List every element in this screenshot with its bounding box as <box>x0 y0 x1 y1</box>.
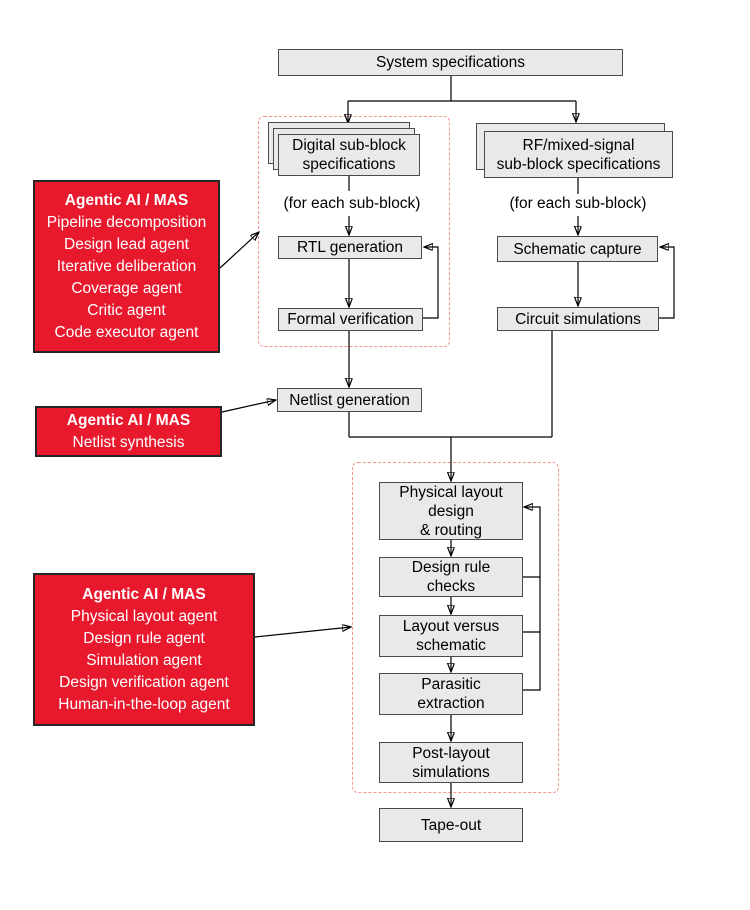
node-schematic-capture: Schematic capture <box>497 236 658 262</box>
agentic-ai-mas-box-netlist: Agentic AI / MAS Netlist synthesis <box>35 406 222 457</box>
label-for-each-subblock-rf: (for each sub-block) <box>509 195 647 212</box>
node-netlist-generation: Netlist generation <box>277 388 422 412</box>
arrow-agent2-to-netlist <box>221 400 276 413</box>
node-digital-subblock-specifications: Digital sub-block specifications <box>278 134 420 176</box>
agentic-ai-mas-box-physical: Agentic AI / MAS Physical layout agent D… <box>33 573 255 726</box>
agent-box-title: Agentic AI / MAS <box>64 191 189 209</box>
node-formal-verification: Formal verification <box>278 308 423 331</box>
feedback-circuit-to-schematic <box>659 247 675 319</box>
physical-design-subflow-outline <box>352 462 559 793</box>
label-for-each-subblock-digital: (for each sub-block) <box>283 195 421 212</box>
agent-box-lines: Pipeline decomposition Design lead agent… <box>46 213 207 341</box>
node-tape-out: Tape-out <box>379 808 523 842</box>
agent-box-lines: Netlist synthesis <box>72 433 185 451</box>
arrow-agent1-to-digital-flow <box>219 232 259 269</box>
node-system-specifications: System specifications <box>278 49 623 76</box>
arrow-agent3-to-physical-flow <box>254 627 351 638</box>
node-layout-versus-schematic: Layout versus schematic <box>379 615 523 657</box>
node-circuit-simulations: Circuit simulations <box>497 307 659 331</box>
node-parasitic-extraction: Parasitic extraction <box>379 673 523 715</box>
agent-box-title: Agentic AI / MAS <box>66 411 191 429</box>
agent-box-lines: Physical layout agent Design rule agent … <box>58 607 230 713</box>
node-physical-layout-design-routing: Physical layout design & routing <box>379 482 523 540</box>
connector-system-split <box>348 76 576 102</box>
agentic-ai-mas-box-digital: Agentic AI / MAS Pipeline decomposition … <box>33 180 220 353</box>
node-design-rule-checks: Design rule checks <box>379 557 523 597</box>
agent-box-title: Agentic AI / MAS <box>82 585 206 603</box>
node-post-layout-simulations: Post-layout simulations <box>379 742 523 783</box>
node-rtl-generation: RTL generation <box>278 236 422 259</box>
node-rf-subblock-specifications: RF/mixed-signal sub-block specifications <box>484 131 673 178</box>
